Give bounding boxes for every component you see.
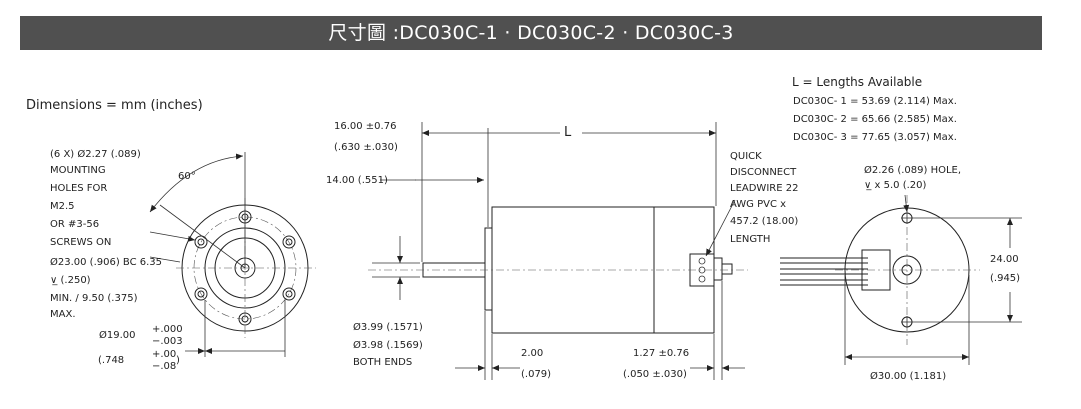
holes-note-9: MIN. / 9.50 (.375) (50, 293, 138, 304)
rear-spacing-in: (.945) (990, 273, 1021, 284)
length-row-2: DC030C- 2 = 65.66 (2.585) Max. (793, 114, 957, 125)
holes-note-3: HOLES FOR (50, 183, 108, 194)
dim-2: 2.00 (521, 348, 544, 359)
depth-icon: ∨̲ (50, 275, 58, 286)
units-note: Dimensions = mm (inches) (26, 98, 203, 113)
shaft-dia-1: Ø3.99 (.1571) (353, 322, 423, 333)
pilot-diameter: Ø19.00 (99, 330, 136, 341)
leadwire-note-6: LENGTH (730, 234, 771, 245)
depth-note: ∨̲ (.250) (50, 275, 91, 287)
title-banner: 尺寸圖 :DC030C-1 · DC030C-2 · DC030C-3 (20, 16, 1042, 50)
rear-diameter: Ø30.00 (1.181) (870, 371, 947, 382)
rear-hole-depth: x 5.0 (.20) (874, 180, 927, 191)
dim-16: 16.00 ±0.76 (334, 121, 397, 132)
rear-spacing: 24.00 (990, 254, 1019, 265)
angle-label: 60° (178, 171, 196, 182)
rear-hole-note-1: Ø2.26 (.089) HOLE, (864, 165, 962, 176)
pilot-tol-close: ) (176, 355, 180, 366)
depth-value: (.250) (60, 275, 91, 286)
dim-127-in: (.050 ±.030) (623, 369, 687, 380)
leadwire-note-2: DISCONNECT (730, 167, 797, 178)
rear-shaft (721, 263, 733, 275)
length-row-3: DC030C- 3 = 77.65 (3.057) Max. (793, 132, 957, 143)
leadwire-note-4: AWG PVC x (730, 199, 787, 210)
leadwire-note-3: LEADWIRE 22 (730, 183, 799, 194)
holes-note-6: SCREWS ON (50, 237, 112, 248)
side-view (368, 122, 748, 380)
pilot-tol-top-1: +.000 (152, 324, 183, 335)
pilot-tol-top-2: −.003 (152, 336, 183, 347)
pilot-tol-bot-1: +.00 (152, 349, 177, 360)
holes-note-1: (6 X) Ø2.27 (.089) (50, 149, 141, 160)
holes-note-5: OR #3-56 (50, 219, 100, 230)
leadwire-note-1: QUICK (730, 151, 762, 162)
page-title: 尺寸圖 :DC030C-1 · DC030C-2 · DC030C-3 (328, 22, 734, 44)
holes-note-2: MOUNTING (50, 165, 106, 176)
dim-14: 14.00 (.551) (326, 175, 388, 186)
shaft-dia-3: BOTH ENDS (353, 357, 413, 368)
rear-hole-note-2: ∨̲ x 5.0 (.20) (864, 180, 926, 192)
rear-view (780, 194, 1022, 365)
holes-note-10: MAX. (50, 309, 76, 320)
leadwire-note-5: 457.2 (18.00) (730, 216, 799, 227)
pilot-diameter-in: (.748 (98, 355, 125, 366)
lengths-title: L = Lengths Available (792, 75, 923, 89)
length-row-1: DC030C- 1 = 53.69 (2.114) Max. (793, 96, 957, 107)
dim-2-in: (.079) (521, 369, 552, 380)
dim-16-in: (.630 ±.030) (334, 142, 398, 153)
dim-127: 1.27 ±0.76 (633, 348, 690, 359)
shaft-dia-2: Ø3.98 (.1569) (353, 340, 423, 351)
pilot-tol-bot-2: −.08 (152, 361, 177, 372)
length-label: L (564, 125, 572, 140)
front-flange (484, 227, 493, 311)
holes-note-4: M2.5 (50, 201, 75, 212)
front-view (149, 152, 316, 357)
depth-icon: ∨̲ (864, 180, 872, 191)
holes-note-7: Ø23.00 (.906) BC 6.35 (50, 257, 163, 268)
rear-terminal (861, 249, 891, 291)
